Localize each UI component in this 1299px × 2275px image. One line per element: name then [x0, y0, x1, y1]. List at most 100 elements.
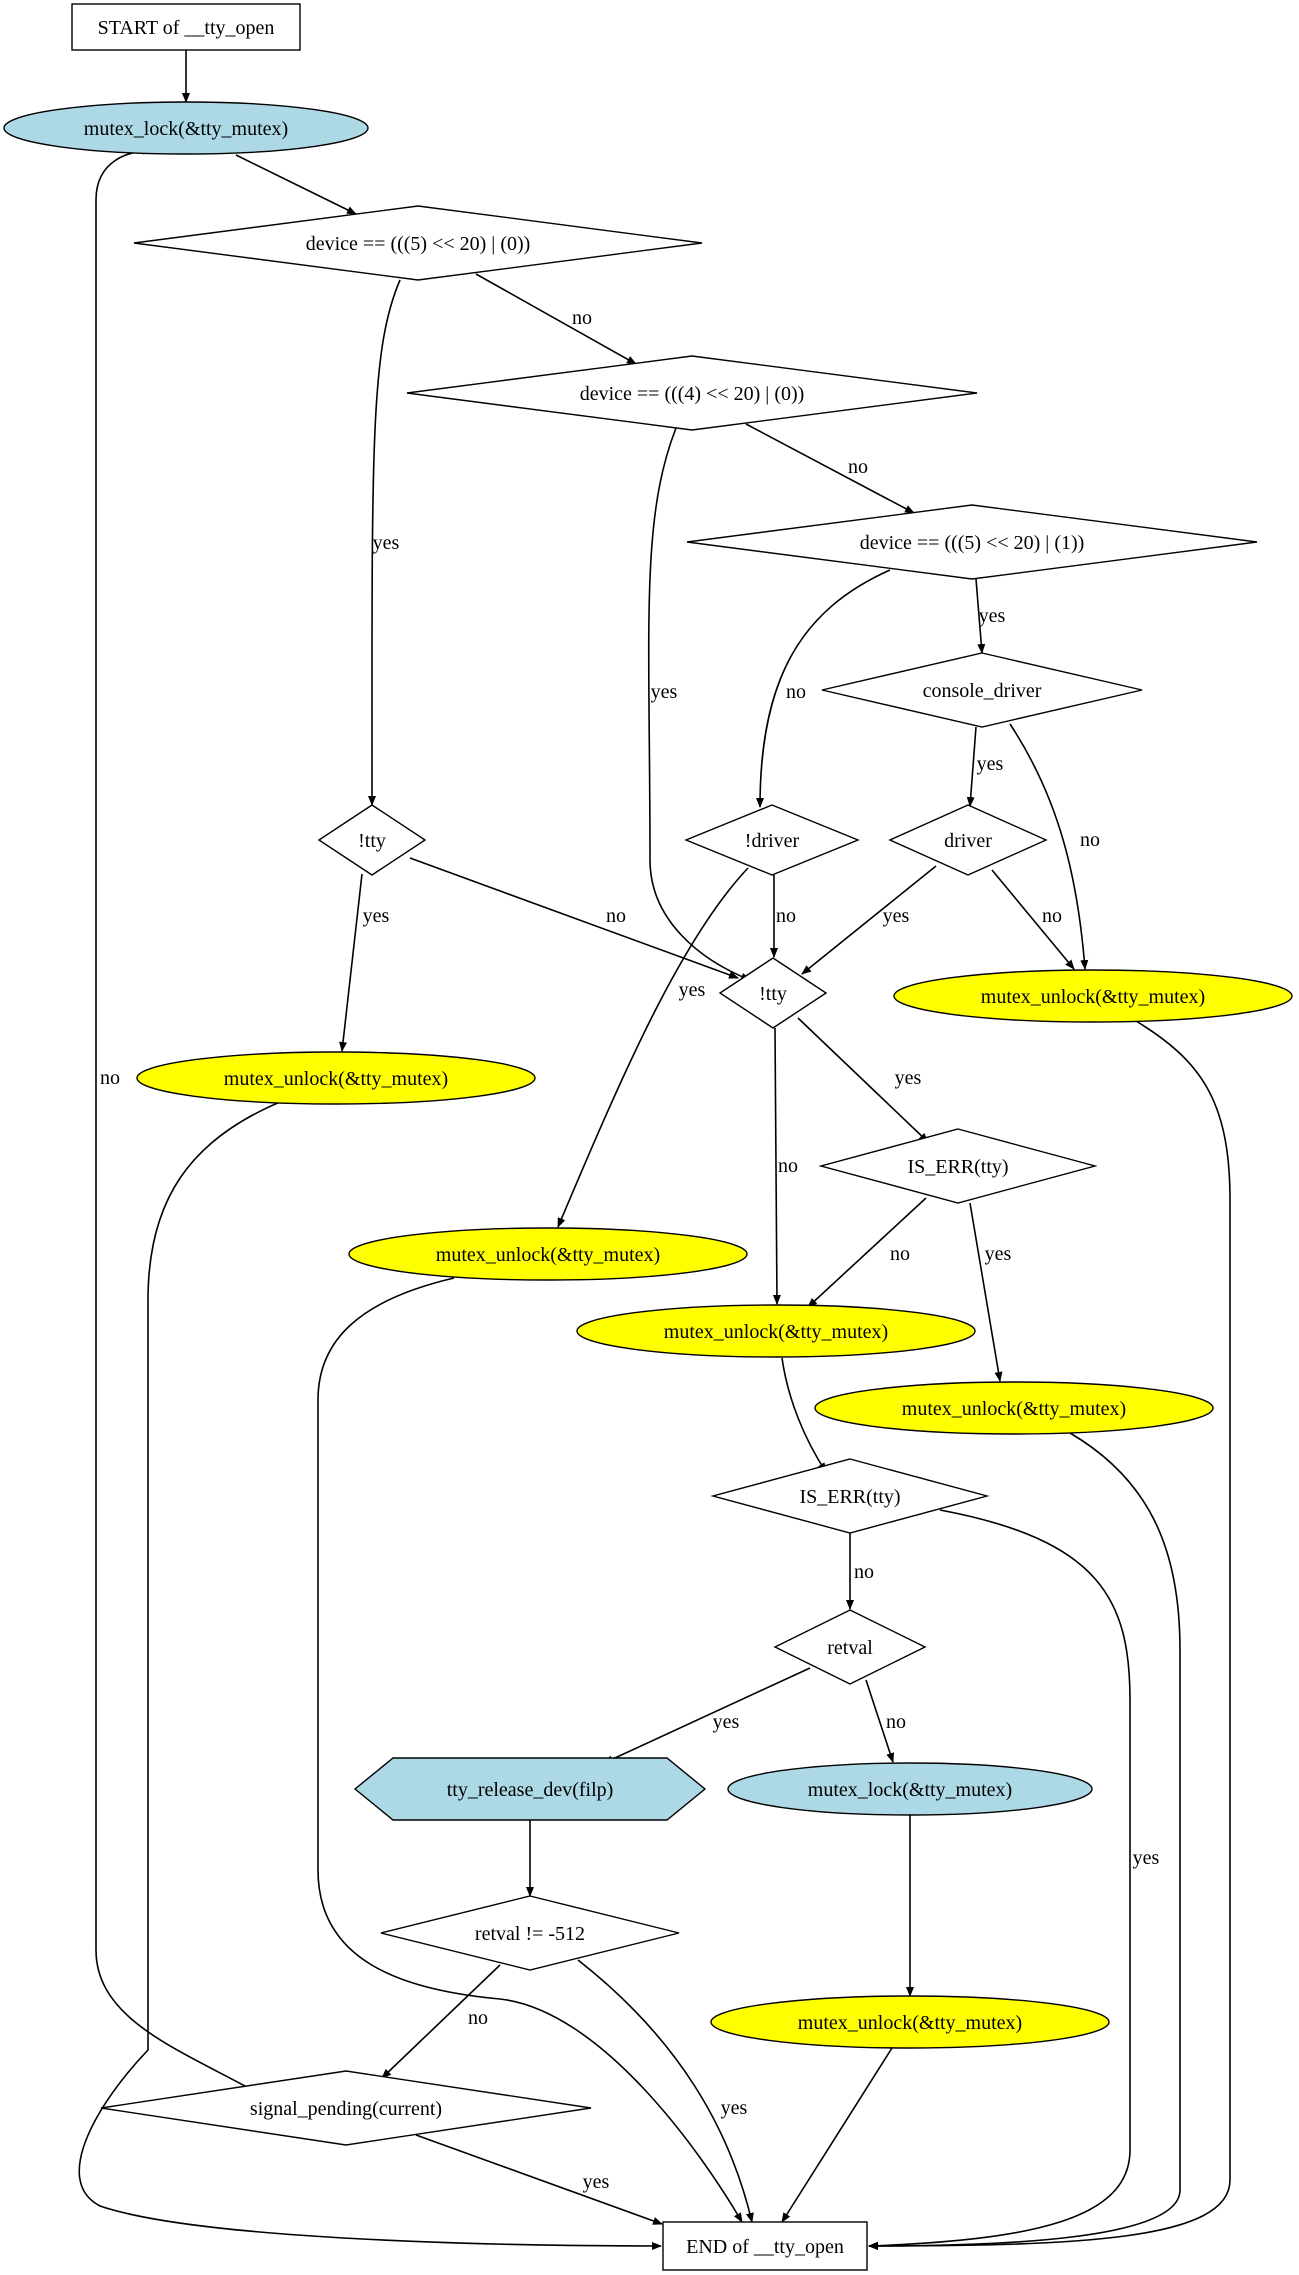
edge-rv512-sig: [381, 1964, 501, 2079]
edge-label-yes: yes: [651, 681, 678, 703]
node-shape-ellipse: [710, 1995, 1110, 2049]
edge-lock1-d1: [235, 154, 357, 215]
node-iserr2: IS_ERR(tty): [710, 1458, 990, 1534]
edge-unlA-end: [868, 1020, 1231, 2250]
node-unlC: mutex_unlock(&tty_mutex): [348, 1227, 748, 1281]
node-label: mutex_unlock(&tty_mutex): [436, 1244, 660, 1266]
node-end: END of __tty_open: [662, 2221, 868, 2271]
edge-iserr2-end: [868, 1509, 1131, 2250]
edge-drv-tty2: [801, 865, 937, 975]
edges-layer: [78, 50, 1231, 2250]
node-shape-diamond: [133, 205, 703, 281]
node-d2: device == (((4) << 20) | (0)): [406, 355, 978, 431]
node-label: mutex_unlock(&tty_mutex): [902, 1398, 1126, 1420]
node-label: mutex_lock(&tty_mutex): [84, 118, 288, 140]
node-shape-diamond: [818, 1128, 1098, 1204]
nodes-layer: START of __tty_open mutex_lock(&tty_mutex…: [3, 3, 1293, 2271]
node-label: mutex_lock(&tty_mutex): [808, 1779, 1012, 1801]
edge-label-yes: yes: [977, 753, 1004, 775]
node-cons: console_driver: [821, 652, 1143, 728]
node-shape-diamond: [406, 355, 978, 431]
edge-tty1-tty2: [409, 857, 739, 979]
edge-label-no: no: [854, 1561, 874, 1583]
node-unlA: mutex_unlock(&tty_mutex): [893, 969, 1293, 1023]
node-shape-diamond: [686, 504, 1258, 580]
edge-rv512-end: [577, 1959, 754, 2223]
edge-label-yes: yes: [1133, 1847, 1160, 1869]
edge-tty1-unlB: [339, 873, 363, 1052]
edge-label-no: no: [886, 1711, 906, 1733]
node-rv512: retval != -512: [380, 1895, 680, 1971]
edge-label-yes: yes: [883, 905, 910, 927]
node-start: START of __tty_open: [71, 3, 301, 51]
node-shape-diamond: [718, 957, 828, 1029]
edge-labels-layer: no yes no yes yes no yes no yes no no yes no yes yes no…: [100, 307, 1160, 2193]
node-shape-rect: [662, 2221, 868, 2271]
node-label: retval != -512: [475, 1923, 585, 1945]
edge-retval-release: [603, 1667, 811, 1764]
edge-iserr1-unlD: [807, 1197, 927, 1308]
edge-ndrv-unlC: [557, 867, 749, 1228]
node-lock1: mutex_lock(&tty_mutex): [3, 101, 369, 155]
node-label: device == (((5) << 20) | (0)): [306, 233, 531, 255]
node-sig: signal_pending(current): [100, 2070, 592, 2146]
node-shape-diamond: [100, 2070, 592, 2146]
node-tty2: !tty: [718, 957, 828, 1029]
node-label: mutex_unlock(&tty_mutex): [981, 986, 1205, 1008]
node-shape-rect: [71, 3, 301, 51]
node-tty1: !tty: [317, 804, 427, 876]
node-shape-ellipse: [3, 101, 369, 155]
edge-label-yes: yes: [721, 2097, 748, 2119]
edge-label-no: no: [1042, 905, 1062, 927]
node-shape-ellipse: [576, 1304, 976, 1358]
node-shape-diamond: [821, 652, 1143, 728]
edge-label-no: no: [1080, 829, 1100, 851]
node-unlB: mutex_unlock(&tty_mutex): [136, 1051, 536, 1105]
edge-label-yes: yes: [363, 905, 390, 927]
edge-d1-tty1: [367, 279, 401, 806]
edge-label-yes: yes: [583, 2171, 610, 2193]
node-iserr1: IS_ERR(tty): [818, 1128, 1098, 1204]
node-label: !driver: [745, 830, 800, 852]
edge-label-no: no: [468, 2007, 488, 2029]
node-shape-ellipse: [893, 969, 1293, 1023]
edge-tty2-iserr1: [797, 1017, 929, 1143]
edge-label-yes: yes: [679, 979, 706, 1001]
edge-label-no: no: [786, 681, 806, 703]
node-label: device == (((4) << 20) | (0)): [580, 383, 805, 405]
edge-retval-lock2: [865, 1679, 894, 1763]
edge-d2-d3: [745, 423, 915, 514]
node-shape-diamond: [773, 1609, 927, 1685]
edge-label-no: no: [890, 1243, 910, 1265]
edge-d1-d2: [475, 273, 637, 365]
edge-label-no: no: [848, 456, 868, 478]
edge-d3-cons: [975, 578, 986, 654]
edge-unlC-end: [317, 1277, 743, 2223]
node-drv: driver: [888, 804, 1048, 876]
edge-label-yes: yes: [979, 605, 1006, 627]
edge-label-no: no: [776, 905, 796, 927]
edge-label-no: no: [778, 1155, 798, 1177]
edge-cons-drv: [966, 726, 977, 807]
edge-unlB-end: [78, 1101, 662, 2250]
node-unlE: mutex_unlock(&tty_mutex): [814, 1381, 1214, 1435]
node-release: tty_release_dev(filp): [353, 1757, 707, 1821]
node-shape-diamond: [380, 1895, 680, 1971]
node-shape-diamond: [317, 804, 427, 876]
node-shape-diamond: [684, 804, 860, 876]
edge-unlF-end: [781, 2047, 893, 2223]
node-shape-diamond: [888, 804, 1048, 876]
node-label: !tty: [759, 983, 787, 1005]
node-label: END of __tty_open: [686, 2236, 844, 2258]
node-label: mutex_unlock(&tty_mutex): [664, 1321, 888, 1343]
node-label: START of __tty_open: [98, 17, 275, 39]
node-shape-ellipse: [727, 1762, 1093, 1816]
node-shape-diamond: [710, 1458, 990, 1534]
node-unlD: mutex_unlock(&tty_mutex): [576, 1304, 976, 1358]
node-shape-hexagon: [353, 1757, 707, 1821]
edge-label-no: no: [572, 307, 592, 329]
node-ndrv: !driver: [684, 804, 860, 876]
node-label: mutex_unlock(&tty_mutex): [224, 1068, 448, 1090]
node-unlF: mutex_unlock(&tty_mutex): [710, 1995, 1110, 2049]
